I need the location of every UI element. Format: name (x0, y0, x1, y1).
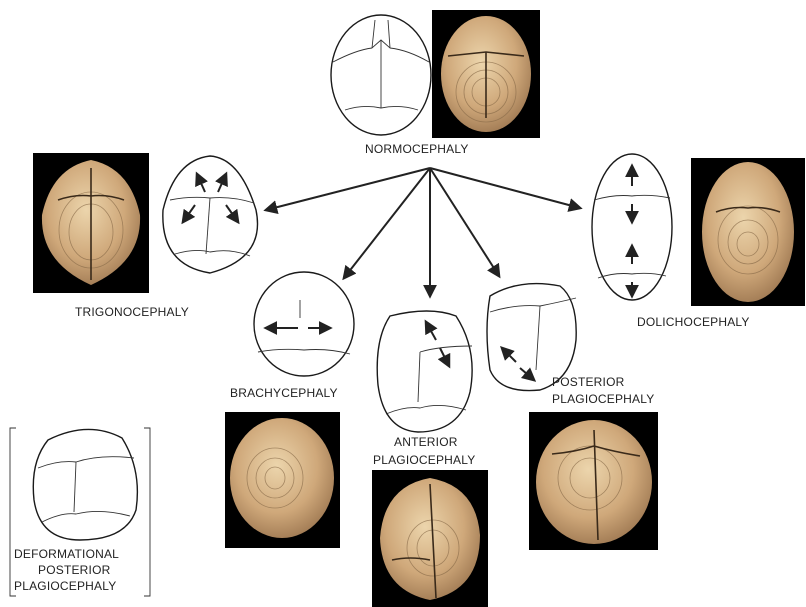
label-posterior-plagiocephaly-line1: POSTERIOR (552, 375, 625, 389)
label-posterior-plagiocephaly-line2: PLAGIOCEPHALY (552, 392, 654, 406)
label-deformational-line1: DEFORMATIONAL (14, 547, 119, 561)
brachycephaly-drawing (254, 272, 354, 376)
label-trigonocephaly: TRIGONOCEPHALY (75, 305, 189, 319)
label-deformational-line3: PLAGIOCEPHALY (14, 579, 116, 593)
label-anterior-plagiocephaly-line1: ANTERIOR (394, 435, 458, 449)
brachycephaly-photo (225, 412, 340, 548)
posterior-plagiocephaly-photo (529, 412, 658, 550)
normocephaly-photo (432, 10, 540, 138)
label-deformational-line2: POSTERIOR (38, 563, 111, 577)
trigonocephaly-drawing (163, 156, 258, 273)
dolichocephaly-photo (691, 158, 805, 306)
arrow-to-trigonocephaly (266, 168, 430, 210)
normocephaly-drawing (331, 15, 431, 135)
label-anterior-plagiocephaly-line2: PLAGIOCEPHALY (373, 453, 475, 467)
label-brachycephaly: BRACHYCEPHALY (230, 386, 338, 400)
label-normocephaly: NORMOCEPHALY (365, 142, 469, 156)
anterior-plagiocephaly-photo (372, 470, 488, 607)
arrow-to-brachycephaly (344, 168, 430, 278)
trigonocephaly-photo (33, 153, 149, 293)
dolichocephaly-drawing (592, 154, 672, 300)
anterior-plagiocephaly-drawing (377, 311, 472, 432)
label-dolichocephaly: DOLICHOCEPHALY (637, 315, 750, 329)
